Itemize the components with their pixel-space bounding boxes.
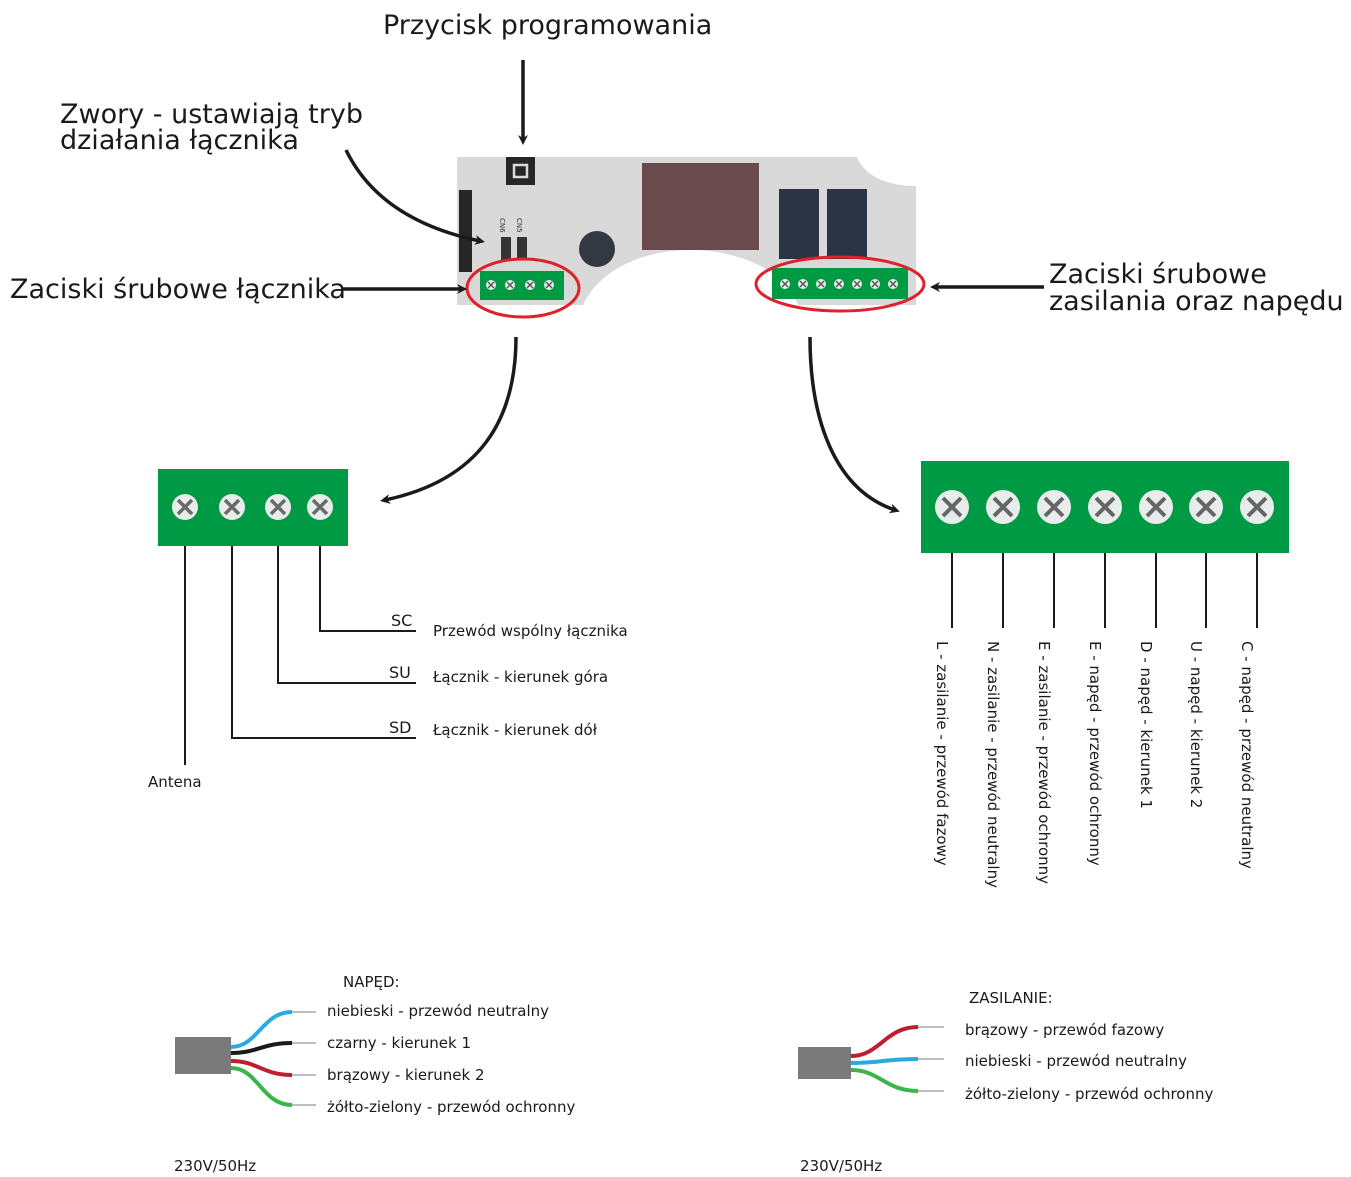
callout-power-terminals-2: zasilania oraz napędu	[1049, 286, 1344, 317]
supply-cable: ZASILANIE: brązowy - przewód fazowy nieb…	[798, 989, 1213, 1175]
power-terminal-c: C - napęd - przewód neutralny	[1238, 641, 1256, 869]
switch-terminal-block: SC SU SD Przewód wspólny łącznika Łączni…	[148, 469, 628, 791]
callout-program-button: Przycisk programowania	[383, 10, 712, 41]
callout-jumpers-1: Zwory - ustawiają tryb	[60, 99, 363, 130]
terminal-code-sd: SD	[389, 718, 411, 737]
power-terminal-n: N - zasilanie - przewód neutralny	[984, 641, 1002, 888]
antenna-connector	[459, 190, 472, 272]
terminal-desc-sc: Przewód wspólny łącznika	[433, 622, 628, 640]
motor-wire-blue: niebieski - przewód neutralny	[327, 1002, 549, 1020]
power-terminal-d: D - napęd - kierunek 1	[1137, 641, 1155, 809]
power-terminal-e-supply: E - zasilanie - przewód ochronny	[1035, 641, 1053, 884]
power-terminal-e-motor: E - napęd - przewód ochronny	[1086, 641, 1104, 866]
supply-wire-blue: niebieski - przewód neutralny	[965, 1052, 1187, 1070]
motor-title: NAPĘD:	[343, 973, 400, 991]
supply-title: ZASILANIE:	[969, 989, 1053, 1007]
jumper-cn6[interactable]	[501, 237, 511, 260]
jumper-label-cn6: CN6	[498, 218, 506, 233]
jumper-label-cn5: CN5	[515, 218, 523, 233]
supply-wire-brown: brązowy - przewód fazowy	[965, 1021, 1164, 1039]
terminal-desc-su: Łącznik - kierunek góra	[432, 668, 608, 686]
supply-cable-sheath	[798, 1047, 851, 1079]
callout-switch-terminals: Zaciski śrubowe łącznika	[10, 274, 346, 305]
antenna-label: Antena	[148, 773, 202, 791]
relay-main	[642, 163, 759, 250]
motor-cable-sheath	[175, 1037, 231, 1074]
board-code-su: SU	[527, 306, 533, 311]
supply-voltage: 230V/50Hz	[800, 1157, 882, 1175]
relay-1	[779, 189, 819, 259]
highlight-switch-terminals	[465, 257, 581, 319]
motor-wire-green: żółto-zielony - przewód ochronny	[327, 1098, 575, 1116]
controller-board: CN6 CN5 ANT SD SU SC	[457, 157, 926, 319]
buzzer	[579, 231, 615, 267]
relay-2	[827, 189, 867, 259]
power-terminal-block: L - zasilanie - przewód fazowy N - zasil…	[921, 461, 1289, 888]
power-terminal-l: L - zasilanie - przewód fazowy	[933, 641, 951, 866]
terminal-code-su: SU	[389, 663, 411, 682]
board-code-sd: SD	[507, 306, 513, 311]
terminal-desc-sd: Łącznik - kierunek dół	[432, 721, 598, 739]
board-code-ant: ANT	[487, 306, 496, 311]
callout-jumpers-2: działania łącznika	[60, 125, 299, 156]
motor-voltage: 230V/50Hz	[174, 1157, 256, 1175]
motor-cable: NAPĘD: niebieski - przewód neutralny cza…	[174, 973, 575, 1175]
motor-wire-brown: brązowy - kierunek 2	[327, 1066, 485, 1084]
highlight-power-terminals	[754, 255, 926, 313]
motor-wire-black: czarny - kierunek 1	[327, 1034, 471, 1052]
terminal-code-sc: SC	[391, 611, 412, 630]
supply-wire-green: żółto-zielony - przewód ochronny	[965, 1085, 1213, 1103]
board-code-sc: SC	[547, 306, 553, 311]
program-button[interactable]	[506, 157, 535, 185]
callout-power-terminals-1: Zaciski śrubowe	[1049, 259, 1267, 290]
power-terminal-u: U - napęd - kierunek 2	[1187, 641, 1205, 808]
jumper-cn5[interactable]	[517, 237, 527, 260]
